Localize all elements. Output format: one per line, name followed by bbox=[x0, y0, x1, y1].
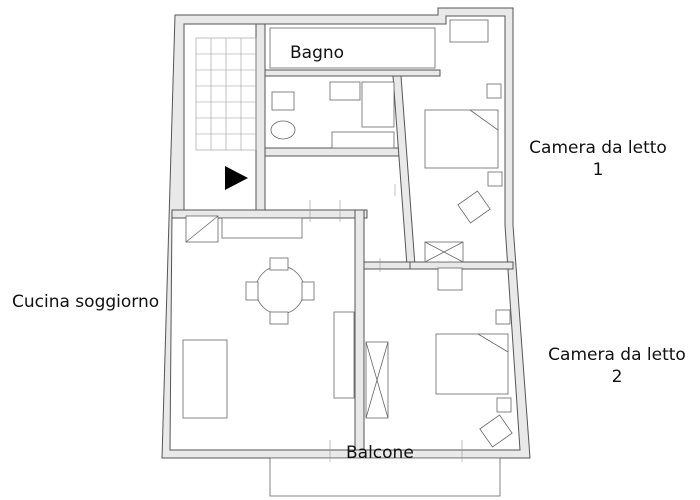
chair-top bbox=[269, 257, 289, 271]
armchair-2 bbox=[479, 414, 513, 448]
kitchen-counter bbox=[221, 217, 303, 239]
bathroom-wall-top bbox=[264, 69, 441, 77]
bidet bbox=[271, 91, 295, 111]
dining-table bbox=[255, 265, 305, 315]
living-wall-right bbox=[354, 209, 365, 451]
living-furniture bbox=[182, 215, 355, 419]
toilet bbox=[270, 120, 296, 140]
sink bbox=[329, 81, 361, 101]
bathroom-fixtures bbox=[269, 19, 489, 149]
chair-right bbox=[301, 281, 315, 301]
chair-left bbox=[245, 281, 259, 301]
armchair-1 bbox=[457, 190, 491, 224]
staircase bbox=[195, 37, 257, 151]
nightstand-1b bbox=[487, 171, 503, 187]
stair-wall bbox=[255, 23, 266, 215]
bedroom2-furniture bbox=[365, 267, 513, 448]
bathroom-upper-area bbox=[269, 27, 436, 69]
tv-unit bbox=[333, 311, 355, 399]
nightstand-2b bbox=[496, 397, 512, 413]
bathroom-wall-bottom bbox=[264, 147, 401, 157]
room-label-camera-1-line2: 1 bbox=[592, 160, 604, 180]
interior-walls bbox=[171, 23, 514, 451]
room-label-camera-1: Camera da letto 1 bbox=[526, 137, 670, 181]
shower bbox=[361, 81, 395, 128]
balcony bbox=[269, 457, 501, 497]
nightstand-2a bbox=[495, 309, 511, 325]
bedroom2-cabinet bbox=[437, 267, 463, 291]
bath-counter bbox=[331, 131, 395, 149]
bed-1 bbox=[424, 109, 499, 169]
room-label-camera-2: Camera da letto 2 bbox=[545, 344, 689, 388]
room-label-camera-2-line2: 2 bbox=[611, 367, 623, 387]
chair-bottom bbox=[269, 311, 289, 325]
bedroom1-cabinet bbox=[449, 19, 489, 43]
room-label-camera-2-line1: Camera da letto bbox=[548, 345, 686, 365]
bedroom1-furniture bbox=[424, 83, 503, 263]
bedroom2-wall-top bbox=[363, 261, 411, 270]
entrance-arrow-icon bbox=[225, 166, 248, 190]
sofa bbox=[182, 339, 228, 419]
bed-2 bbox=[435, 333, 509, 395]
bedroom1-wall-left bbox=[392, 75, 416, 267]
room-label-bagno: Bagno bbox=[290, 43, 345, 63]
room-label-camera-1-line1: Camera da letto bbox=[529, 138, 667, 158]
room-label-balcone: Balcone bbox=[346, 443, 414, 463]
tick-marks bbox=[309, 184, 463, 462]
nightstand-1a bbox=[486, 83, 502, 99]
room-label-cucina-soggiorno: Cucina soggiorno bbox=[12, 292, 160, 312]
balcony-outline bbox=[269, 457, 501, 497]
